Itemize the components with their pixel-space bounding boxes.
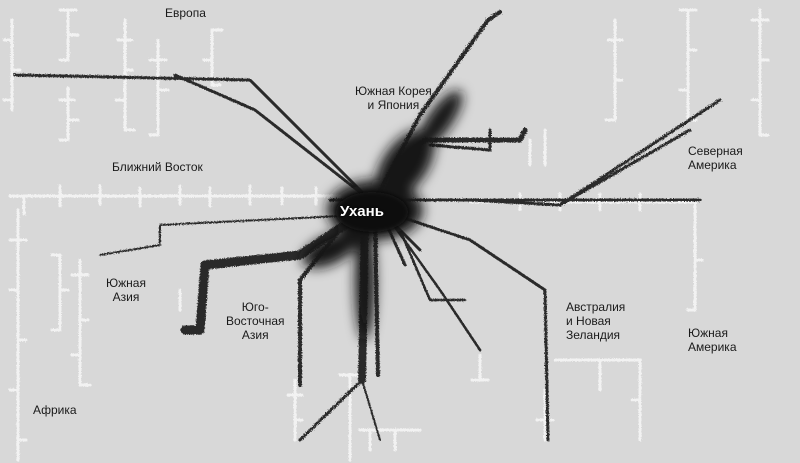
- hub-label: Ухань: [340, 203, 384, 220]
- route-europe: [13, 73, 372, 202]
- region-label-australia-nz: Австралия и Новая Зеландия: [566, 300, 626, 342]
- region-label-africa: Африка: [33, 403, 77, 417]
- region-label-southeast-asia: Юго- Восточная Азия: [226, 300, 285, 342]
- region-label-korea-japan: Южная Корея и Япония: [355, 84, 432, 112]
- region-label-middle-east: Ближний Восток: [112, 160, 203, 174]
- route-middle-east: [173, 73, 372, 202]
- route-australia: [378, 208, 550, 442]
- region-label-south-america: Южная Америка: [688, 326, 737, 354]
- region-label-europe: Европа: [165, 6, 206, 20]
- region-label-south-asia: Южная Азия: [106, 276, 146, 304]
- hub-core: [336, 192, 408, 232]
- region-label-north-america: Северная Америка: [688, 144, 743, 172]
